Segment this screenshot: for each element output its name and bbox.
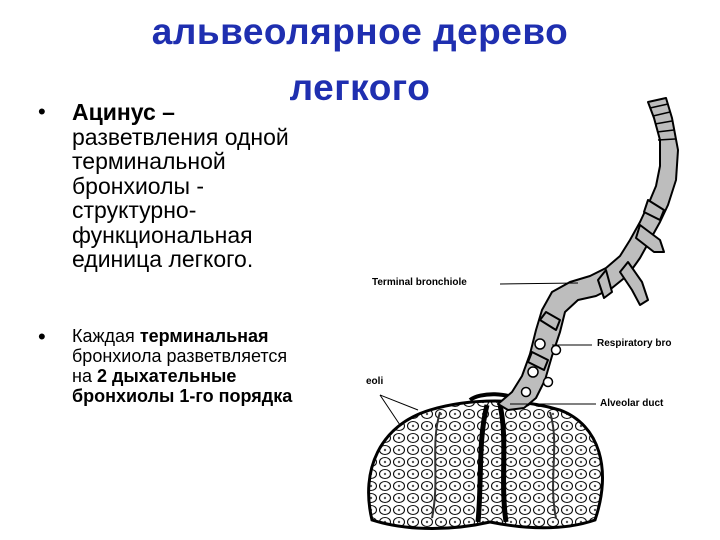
acinus-line: терминальной (72, 149, 348, 174)
branching-text: бронхиола разветвляется (72, 346, 368, 366)
acinus-line: функциональная (72, 223, 348, 248)
acinus-line: бронхиолы - (72, 174, 348, 199)
title-line-2: легкого (90, 60, 630, 116)
bullet-dot: • (38, 99, 46, 125)
branching-text: на (72, 366, 97, 386)
acinus-line: структурно- (72, 198, 348, 223)
alveolar-cluster (369, 394, 603, 528)
airway-tree (498, 98, 678, 410)
side-branch (620, 262, 648, 305)
branching-bold: бронхиолы 1-го порядка (72, 386, 292, 406)
label-alveolar-duct: Alveolar duct (600, 398, 663, 409)
bullet-branching: • Каждая терминальная бронхиола разветвл… (38, 326, 368, 406)
title-line-1: альвеолярное дерево (90, 4, 630, 60)
label-alveoli: eoli (366, 376, 383, 387)
bullet-branching-text: Каждая терминальная бронхиола разветвляе… (72, 326, 368, 406)
terminal-bronchiole-shape (498, 98, 678, 410)
branching-bold: 2 дыхательные (97, 366, 236, 386)
label-terminal-bronchiole: Terminal bronchiole (372, 277, 467, 288)
bullet-acinus: • Ацинус – разветвления одной терминальн… (38, 100, 348, 272)
branching-bold: терминальная (140, 326, 269, 346)
bullet-dot: • (38, 324, 46, 350)
slide-title: альвеолярное дерево легкого (90, 4, 630, 116)
branching-text: Каждая (72, 326, 140, 346)
label-respiratory-bronchiole: Respiratory bro (597, 338, 671, 349)
bullet-acinus-text: Ацинус – разветвления одной терминальной… (72, 100, 348, 272)
acinus-line: разветвления одной (72, 125, 348, 150)
acinus-line: единица легкого. (72, 247, 348, 272)
acinus-diagram (350, 90, 720, 540)
